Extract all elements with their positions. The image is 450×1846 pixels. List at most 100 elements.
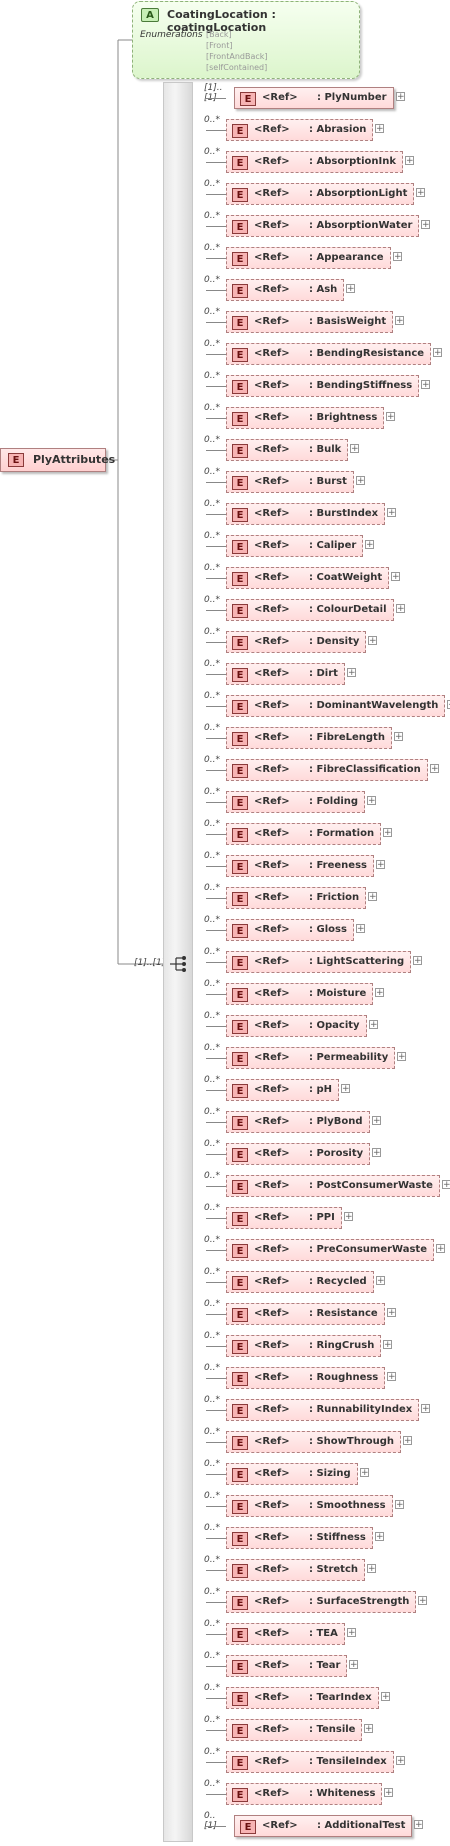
element-card[interactable]: E<Ref>: BendingResistance [226, 343, 431, 365]
expand-icon[interactable]: + [372, 1148, 381, 1158]
element-card[interactable]: E<Ref>: Abrasion [226, 119, 373, 141]
element-card[interactable]: E<Ref>: Tensile [226, 1719, 362, 1741]
element-card[interactable]: E<Ref>: PreConsumerWaste [226, 1239, 434, 1261]
expand-icon[interactable]: + [421, 380, 430, 390]
expand-icon[interactable]: + [433, 348, 442, 358]
element-card[interactable]: E<Ref>: Recycled [226, 1271, 374, 1293]
element-card[interactable]: E<Ref>: RunnabilityIndex [226, 1399, 419, 1421]
expand-icon[interactable]: + [356, 476, 365, 486]
element-card[interactable]: E<Ref>: Gloss [226, 919, 354, 941]
expand-icon[interactable]: + [421, 220, 430, 230]
element-card[interactable]: E<Ref>: FibreLength [226, 727, 392, 749]
expand-icon[interactable]: + [384, 1788, 393, 1798]
element-card[interactable]: E<Ref>: BurstIndex [226, 503, 385, 525]
expand-icon[interactable]: + [360, 1468, 369, 1478]
expand-icon[interactable]: + [372, 1116, 381, 1126]
element-card[interactable]: E<Ref>: Brightness [226, 407, 384, 429]
expand-icon[interactable]: + [442, 1180, 450, 1190]
expand-icon[interactable]: + [418, 1596, 427, 1606]
expand-icon[interactable]: + [368, 892, 377, 902]
element-card[interactable]: E<Ref>: Moisture [226, 983, 373, 1005]
expand-icon[interactable]: + [387, 508, 396, 518]
element-card[interactable]: E<Ref>: Burst [226, 471, 354, 493]
element-card[interactable]: E<Ref>: LightScattering [226, 951, 411, 973]
expand-icon[interactable]: + [396, 92, 405, 102]
expand-icon[interactable]: + [344, 1212, 353, 1222]
element-card[interactable]: E<Ref>: Roughness [226, 1367, 385, 1389]
expand-icon[interactable]: + [375, 124, 384, 134]
expand-icon[interactable]: + [413, 956, 422, 966]
element-card[interactable]: E<Ref>: Caliper [226, 535, 363, 557]
element-card[interactable]: E<Ref>: PlyBond [226, 1111, 370, 1133]
element-card[interactable]: E<Ref>: BasisWeight [226, 311, 393, 333]
root-element-ply-attributes[interactable]: E PlyAttributes [0, 448, 115, 472]
expand-icon[interactable]: + [376, 1276, 385, 1286]
element-card[interactable]: E<Ref>: AbsorptionLight [226, 183, 414, 205]
element-card[interactable]: E<Ref>: AbsorptionInk [226, 151, 403, 173]
expand-icon[interactable]: + [381, 1692, 390, 1702]
expand-icon[interactable]: + [387, 1372, 396, 1382]
element-card[interactable]: E<Ref>: CoatWeight [226, 567, 389, 589]
expand-icon[interactable]: + [376, 860, 385, 870]
element-card[interactable]: E<Ref>: Friction [226, 887, 366, 909]
expand-icon[interactable]: + [364, 1724, 373, 1734]
element-card[interactable]: E<Ref>: Tear [226, 1655, 347, 1677]
element-card[interactable]: E<Ref>: Formation [226, 823, 381, 845]
element-card[interactable]: E<Ref>: Smoothness [226, 1495, 393, 1517]
expand-icon[interactable]: + [405, 156, 414, 166]
expand-icon[interactable]: + [421, 1404, 430, 1414]
expand-icon[interactable]: + [414, 1820, 423, 1830]
element-card[interactable]: E<Ref>: Stretch [226, 1559, 365, 1581]
expand-icon[interactable]: + [347, 668, 356, 678]
element-card[interactable]: E<Ref>: SurfaceStrength [226, 1591, 416, 1613]
element-card[interactable]: E<Ref>: Freeness [226, 855, 374, 877]
expand-icon[interactable]: + [367, 796, 376, 806]
element-card[interactable]: E<Ref>: pH [226, 1079, 339, 1101]
expand-icon[interactable]: + [356, 924, 365, 934]
element-card[interactable]: E<Ref>: Bulk [226, 439, 348, 461]
expand-icon[interactable]: + [397, 1052, 406, 1062]
expand-icon[interactable]: + [403, 1436, 412, 1446]
element-card[interactable]: E<Ref>: PlyNumber [234, 87, 394, 109]
expand-icon[interactable]: + [395, 1500, 404, 1510]
expand-icon[interactable]: + [350, 444, 359, 454]
element-card[interactable]: E<Ref>: Resistance [226, 1303, 385, 1325]
element-card[interactable]: E<Ref>: TensileIndex [226, 1751, 394, 1773]
expand-icon[interactable]: + [430, 764, 439, 774]
element-card[interactable]: E<Ref>: Folding [226, 791, 365, 813]
element-card[interactable]: E<Ref>: Appearance [226, 247, 391, 269]
expand-icon[interactable]: + [367, 1564, 376, 1574]
expand-icon[interactable]: + [395, 316, 404, 326]
element-card[interactable]: E<Ref>: TearIndex [226, 1687, 379, 1709]
expand-icon[interactable]: + [341, 1084, 350, 1094]
element-card[interactable]: E<Ref>: ShowThrough [226, 1431, 401, 1453]
element-card[interactable]: E<Ref>: FibreClassification [226, 759, 428, 781]
expand-icon[interactable]: + [349, 1660, 358, 1670]
expand-icon[interactable]: + [416, 188, 425, 198]
element-card[interactable]: E<Ref>: TEA [226, 1623, 345, 1645]
element-card[interactable]: E<Ref>: Porosity [226, 1143, 370, 1165]
expand-icon[interactable]: + [447, 700, 450, 710]
element-card[interactable]: E<Ref>: AdditionalTest [234, 1815, 412, 1837]
element-card[interactable]: E<Ref>: Whiteness [226, 1783, 382, 1805]
element-card[interactable]: E<Ref>: Stiffness [226, 1527, 373, 1549]
expand-icon[interactable]: + [396, 1756, 405, 1766]
element-card[interactable]: E<Ref>: RingCrush [226, 1335, 381, 1357]
element-card[interactable]: E<Ref>: Sizing [226, 1463, 358, 1485]
sequence-icon[interactable] [170, 956, 188, 972]
expand-icon[interactable]: + [375, 1532, 384, 1542]
element-card[interactable]: E<Ref>: ColourDetail [226, 599, 394, 621]
expand-icon[interactable]: + [365, 540, 374, 550]
element-card[interactable]: E<Ref>: Dirt [226, 663, 345, 685]
expand-icon[interactable]: + [386, 412, 395, 422]
expand-icon[interactable]: + [383, 828, 392, 838]
expand-icon[interactable]: + [393, 252, 402, 262]
expand-icon[interactable]: + [375, 988, 384, 998]
expand-icon[interactable]: + [369, 1020, 378, 1030]
expand-icon[interactable]: + [346, 284, 355, 294]
element-card[interactable]: E<Ref>: DominantWavelength [226, 695, 445, 717]
element-card[interactable]: E<Ref>: Opacity [226, 1015, 367, 1037]
element-card[interactable]: E<Ref>: Density [226, 631, 366, 653]
element-card[interactable]: E<Ref>: PostConsumerWaste [226, 1175, 440, 1197]
element-card[interactable]: E<Ref>: BendingStiffness [226, 375, 419, 397]
